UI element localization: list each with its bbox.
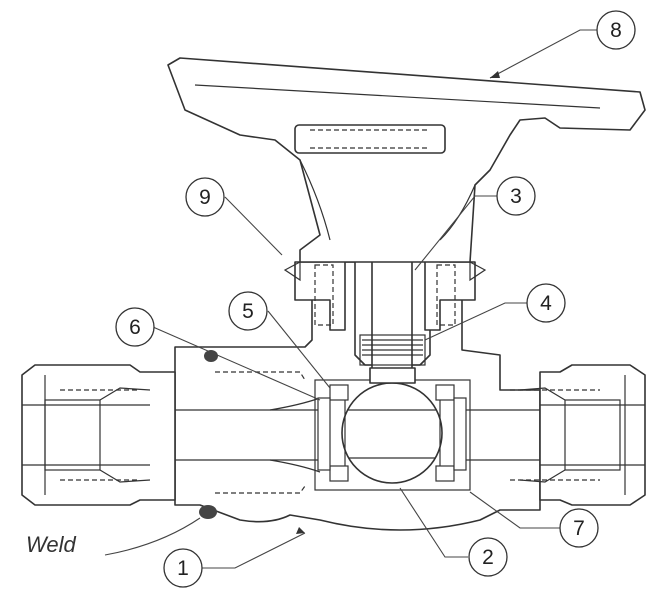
callout-6-label: 6 [129,316,141,339]
handle [167,57,646,263]
ball [341,382,443,484]
weld-bead-bottom [199,505,217,519]
left-end-fitting [21,364,176,506]
leader-lines [104,29,597,569]
callout-8-label: 8 [610,19,622,42]
stop-pin [294,124,446,154]
callout-9-label: 9 [199,186,211,209]
callout-5: 5 [228,291,268,331]
callout-7: 7 [559,508,599,548]
callout-4-label: 4 [540,292,552,315]
right-end-fitting [510,364,646,506]
callout-2-label: 2 [482,546,494,569]
callout-6: 6 [115,307,155,347]
seats [317,384,467,482]
callout-8: 8 [596,10,636,50]
weld-label: Weld [26,532,76,557]
callout-3: 3 [496,176,536,216]
callout-3-label: 3 [510,185,522,208]
callout-4: 4 [526,283,566,323]
callout-7-label: 7 [573,517,585,540]
callout-9: 9 [185,177,225,217]
weld-bead-top [204,350,218,362]
callout-1: 1 [163,548,203,588]
callout-5-label: 5 [242,300,254,323]
callout-1-label: 1 [177,557,189,580]
callout-2: 2 [468,537,508,577]
